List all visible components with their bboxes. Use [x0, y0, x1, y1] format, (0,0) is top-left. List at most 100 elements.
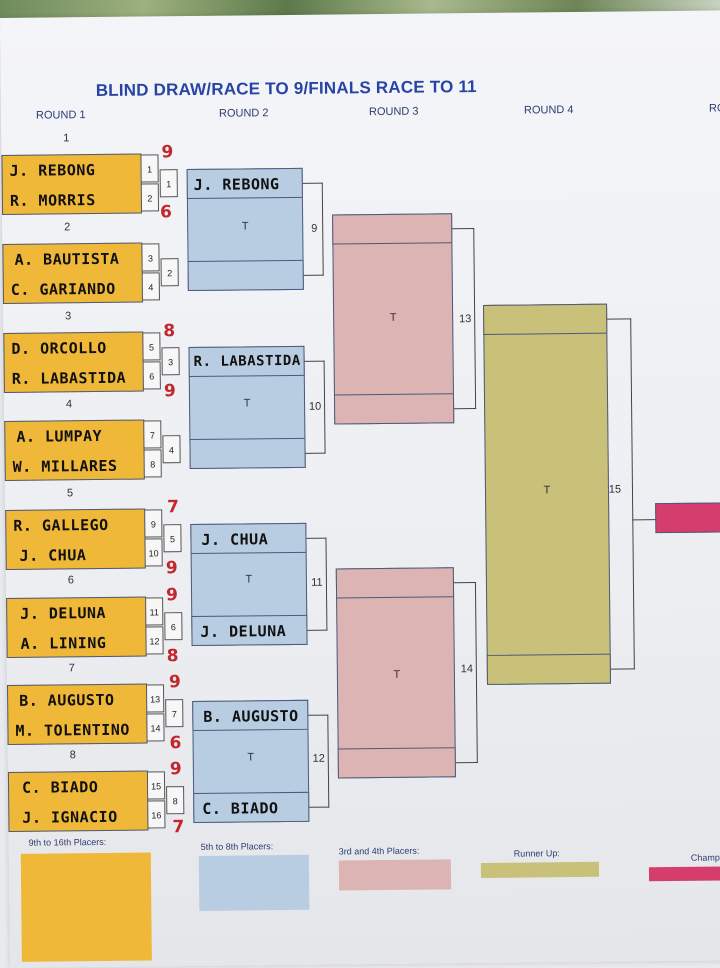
r2-match-number-box: 6 — [164, 612, 183, 641]
tbd-marker: T — [389, 311, 397, 324]
match-number: 4 — [65, 398, 73, 411]
player-name: R. MORRIS — [9, 191, 96, 210]
score-mark: 9 — [165, 558, 178, 579]
seed-number: 4 — [141, 272, 160, 301]
bracket-line — [607, 318, 632, 320]
tbd-marker: T — [393, 668, 401, 681]
champion-slot — [655, 502, 720, 534]
score-mark: 6 — [159, 202, 172, 223]
legend-swatch — [20, 852, 152, 962]
match-number: 13 — [458, 313, 472, 326]
player-name: J. DELUNA — [200, 622, 287, 641]
match-number: 14 — [460, 663, 474, 676]
legend-swatch — [480, 861, 600, 879]
bracket-line — [453, 582, 476, 584]
bracket-line — [302, 182, 323, 185]
legend-label: 3rd and 4th Placers: — [338, 845, 420, 857]
match-number: 3 — [65, 310, 72, 323]
bracket-sheet: BLIND DRAW/RACE TO 9/FINALS RACE TO 11 R… — [0, 10, 720, 968]
r2-match-number-box: 8 — [166, 786, 185, 815]
match-number: 5 — [66, 487, 74, 500]
legend-label: 9th to 16th Placers: — [28, 836, 107, 848]
r2-match-number-box: 4 — [162, 435, 181, 464]
seed-number: 15 — [146, 771, 166, 800]
bracket-line — [452, 228, 475, 230]
player-name: C. BIADO — [202, 799, 279, 818]
score-mark: 7 — [167, 497, 180, 518]
seed-number: 8 — [143, 449, 162, 478]
match-number: 7 — [68, 662, 75, 675]
seed-number: 11 — [145, 597, 164, 626]
score-mark: 9 — [161, 142, 174, 163]
player-name: B. AUGUSTO — [203, 706, 299, 726]
score-mark: 9 — [169, 759, 182, 780]
bracket-line — [454, 408, 477, 410]
player-slot — [333, 393, 455, 425]
player-slot — [332, 213, 453, 245]
bracket-line — [309, 806, 330, 809]
match-number: 11 — [311, 576, 323, 589]
tbd-marker: T — [247, 751, 255, 764]
seed-number: 2 — [140, 183, 160, 212]
player-slot — [187, 259, 304, 292]
score-mark: 7 — [172, 817, 185, 838]
player-name: R. LABASTIDA — [193, 352, 301, 370]
bracket-title: BLIND DRAW/RACE TO 9/FINALS RACE TO 11 — [95, 77, 477, 101]
seed-number: 5 — [142, 332, 161, 361]
seed-number: 16 — [147, 800, 166, 829]
player-name: J. DELUNA — [20, 603, 107, 623]
tbd-marker: T — [245, 573, 253, 586]
round-3-header: ROUND 3 — [368, 105, 419, 119]
match-number: 15 — [608, 483, 622, 496]
legend-swatch — [198, 854, 310, 911]
seed-number: 7 — [143, 420, 162, 449]
player-slot — [337, 747, 456, 779]
round-5-header: RO — [708, 102, 720, 115]
score-mark: 8 — [163, 321, 176, 342]
legend-swatch — [338, 859, 452, 891]
match-number: 9 — [311, 222, 318, 235]
player-name: R. GALLEGO — [13, 515, 109, 535]
bracket-line — [304, 360, 325, 363]
match-number: 8 — [69, 749, 76, 762]
match-number: 6 — [67, 574, 75, 587]
r2-match-number-box: 5 — [163, 524, 182, 553]
player-slot — [189, 437, 306, 470]
bracket-line — [308, 714, 329, 717]
bracket-line — [455, 762, 478, 764]
player-name: M. TOLENTINO — [15, 720, 130, 740]
score-mark: 9 — [163, 381, 176, 402]
seed-number: 1 — [140, 154, 159, 183]
round-4-header: ROUND 4 — [523, 103, 574, 117]
match-number: 1 — [63, 132, 70, 145]
player-name: C. GARIANDO — [10, 279, 116, 299]
match-number: 2 — [64, 221, 71, 234]
tbd-marker: T — [243, 397, 251, 410]
player-name: J. REBONG — [193, 175, 280, 194]
seed-number: 13 — [145, 684, 165, 713]
r2-match-number-box: 3 — [161, 347, 180, 376]
legend-label: 5th to 8th Placers: — [200, 841, 274, 852]
player-slot — [335, 567, 455, 599]
seed-number: 9 — [144, 509, 163, 538]
bracket-line — [630, 318, 636, 670]
legend-label: Champic — [690, 852, 720, 863]
player-name: J. IGNACIO — [22, 807, 118, 827]
r2-match-number-box: 1 — [159, 169, 178, 198]
player-name: D. ORCOLLO — [11, 338, 107, 358]
player-name: R. LABASTIDA — [11, 368, 127, 388]
score-mark: 9 — [168, 672, 181, 693]
player-slot — [483, 303, 608, 335]
score-mark: 8 — [166, 646, 179, 667]
score-mark: 6 — [169, 733, 182, 754]
seed-number: 6 — [142, 361, 161, 390]
r2-match-number-box: 2 — [160, 258, 179, 287]
player-name: J. REBONG — [9, 161, 96, 180]
player-name: B. AUGUSTO — [19, 690, 115, 710]
bracket-line — [307, 629, 328, 632]
player-name: A. LUMPAY — [16, 426, 103, 446]
round-2-header: ROUND 2 — [218, 107, 269, 120]
bracket-line — [303, 274, 324, 277]
match-number: 10 — [308, 400, 322, 413]
legend-swatch — [648, 866, 720, 882]
